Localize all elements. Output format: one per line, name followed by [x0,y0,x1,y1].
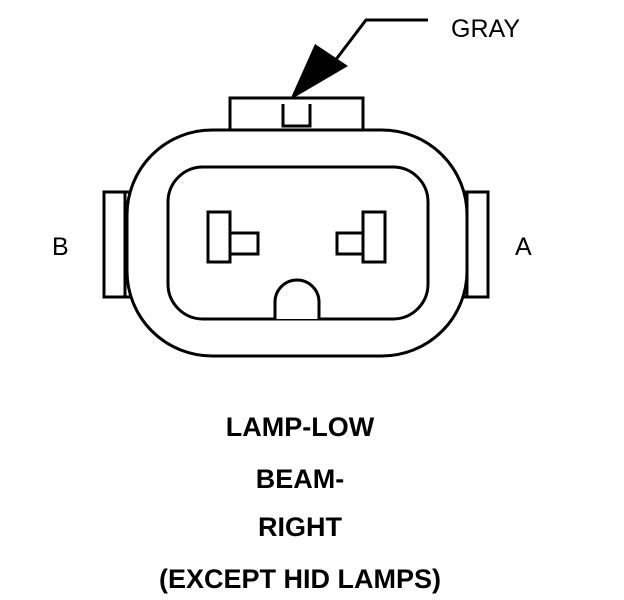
terminal-a-pin [335,210,387,264]
terminal-a-label: A [515,233,532,261]
locking-tab [228,96,365,135]
leader-arrowhead [290,44,348,100]
locking-tab-latch [281,104,312,128]
caption-line-1: LAMP-LOW [225,412,375,442]
connector-diagram: GRAY B A [52,15,532,358]
gray-leader-line [326,18,428,71]
gray-label: GRAY [451,15,520,43]
terminal-b-pin [206,210,260,264]
terminal-b-label: B [52,233,69,261]
caption-line-2: BEAM- [255,464,345,494]
caption-line-3: RIGHT [258,512,342,542]
caption-line-4: (EXCEPT HID LAMPS) [158,564,441,594]
polarizing-key [273,278,321,319]
